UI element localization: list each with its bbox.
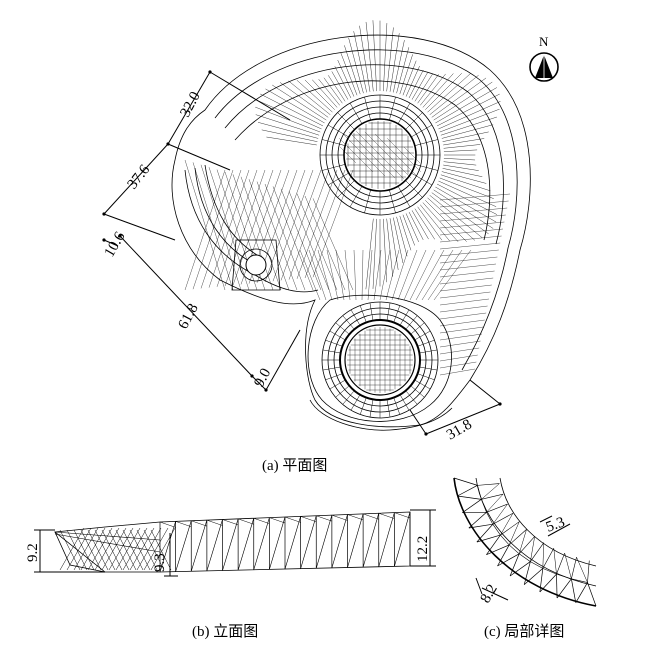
north-label: N [539, 34, 549, 49]
dim-37-6: 37.6 [125, 162, 154, 193]
dim-9-3: 9.3 [152, 553, 168, 572]
plan-small-ring [231, 239, 281, 291]
plan-central-tower [319, 94, 441, 216]
elevation-view: 9.2 9.3 12.2 (b) 立面图 [25, 509, 436, 640]
plan-view: 32.0 37.6 10.6 61.8 9.0 31.8 N (a) 平面图 [102, 20, 559, 474]
dim-9-2: 9.2 [25, 543, 41, 562]
dim-5-3: 5.3 [544, 514, 567, 535]
plan-caption: (a) 平面图 [262, 457, 327, 474]
north-arrow-icon: N [529, 34, 559, 82]
dim-8-2: 8.2 [478, 582, 501, 606]
dim-10-6: 10.6 [102, 229, 129, 260]
plan-lower-arena [307, 294, 453, 431]
elevation-caption: (b) 立面图 [192, 623, 258, 640]
plan-dimension-lines [102, 70, 502, 436]
dim-12-2: 12.2 [415, 536, 431, 562]
plan-shell-hatch [184, 20, 511, 376]
dim-61-8: 61.8 [175, 301, 201, 332]
dim-9-0: 9.0 [251, 366, 274, 390]
detail-view: 5.3 8.2 (c) 局部详图 [453, 477, 597, 640]
dim-32-0: 32.0 [177, 89, 203, 120]
detail-caption: (c) 局部详图 [484, 623, 564, 640]
dim-31-8: 31.8 [444, 416, 475, 443]
